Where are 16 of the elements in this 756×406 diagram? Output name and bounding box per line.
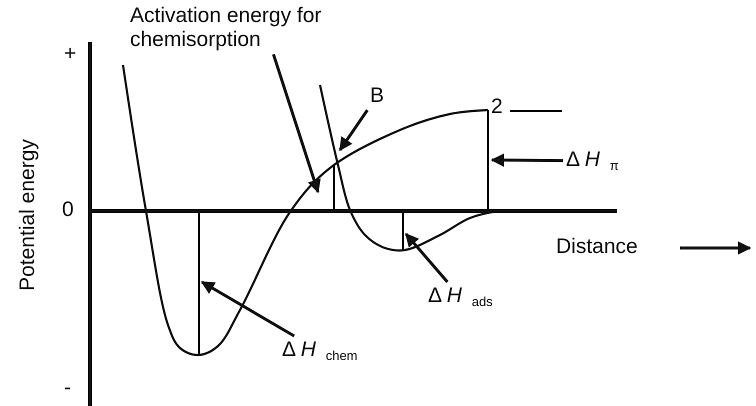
enthalpy-label: Δ H $_{ads}$	[428, 284, 493, 310]
leader-arrow	[272, 54, 321, 194]
leader-arrow	[404, 232, 449, 283]
enthalpy-label: Δ H $_{chem}$	[282, 338, 358, 364]
axis-tick-label: -	[64, 376, 71, 400]
axis-tick-label: 0	[62, 198, 74, 222]
enthalpy-label: Δ H $_{π}$	[566, 148, 619, 174]
axis-title: Distance	[556, 235, 638, 260]
curve-label: 2	[491, 95, 503, 120]
leader-arrow	[338, 109, 369, 152]
axis-title: Potential energy	[16, 139, 40, 291]
axis-tick-label: +	[64, 42, 76, 66]
annotation-text: Activation energy for chemisorption	[130, 4, 400, 52]
point-label: B	[370, 84, 384, 108]
leader-arrow	[200, 280, 295, 338]
leader-arrow	[490, 153, 564, 167]
